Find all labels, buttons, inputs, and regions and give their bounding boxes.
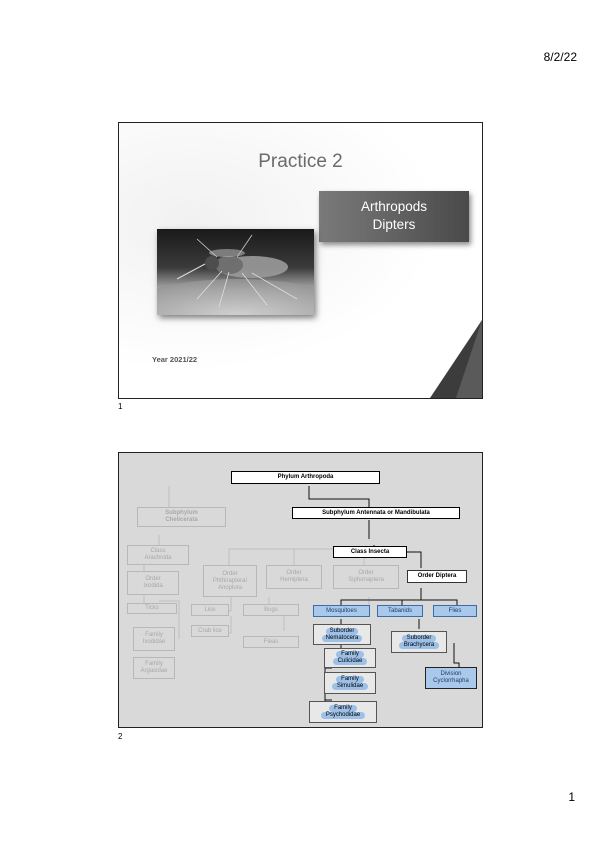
page-number: 1 <box>568 790 575 804</box>
node-psychodidae-line-2: Psychodidae <box>320 712 366 719</box>
node-order-diptera: Order Diptera <box>407 570 467 583</box>
node-subphylum-antennata: Subphylum Antennata or Mandibulata <box>292 507 460 519</box>
node-division-cyclorrhapha: Division Cyclorrhapha <box>425 667 477 689</box>
node-crab-lice-label: Crab lice <box>198 627 222 634</box>
node-fleas: Fleas <box>243 636 299 648</box>
node-phthiraptera-line-1: Order <box>222 570 238 577</box>
node-mosquitoes: Mosquitoes <box>313 605 370 617</box>
node-division-line-1: Division <box>440 671 462 677</box>
node-division-line-2: Cyclorrhapha <box>433 678 469 684</box>
node-simulidae-line-1: Family <box>336 676 364 683</box>
node-ticks: Ticks <box>127 603 177 614</box>
node-brachycera-line-2: Brachycera <box>398 642 440 649</box>
subtitle-line-2: Dipters <box>372 217 416 232</box>
node-argasidae-line-2: Argasidae <box>140 668 168 674</box>
node-mosquitoes-label: Mosquitoes <box>326 607 357 614</box>
node-class-insecta: Class Insecta <box>333 546 407 558</box>
node-order-phthiraptera: Order Phthiraptera/ Anoplura <box>203 565 257 597</box>
node-ixodidae-line-1: Family <box>145 632 163 638</box>
node-bugs: Bugs <box>243 604 299 616</box>
node-flies: Flies <box>433 605 477 617</box>
slide-2: Phylum Arthropoda Subphylum Antennata or… <box>118 452 483 728</box>
node-nematocera-line-2: Nematocera <box>321 634 363 642</box>
node-family-argasidae: Family Argasidae <box>133 657 175 679</box>
node-lice: Lice <box>191 604 229 616</box>
node-phylum-label: Phylum Arthropoda <box>277 474 334 480</box>
node-siphonaptera-line-1: Order <box>358 570 374 576</box>
subtitle-line-1: Arthropods <box>360 199 428 214</box>
node-tabanids: Tabanids <box>377 605 423 617</box>
node-family-ixodidae: Family Ixodidae <box>133 627 175 651</box>
node-culicidae-line-1: Family <box>336 651 364 658</box>
node-order-hemiptera: Order Hemiptera <box>266 565 322 589</box>
node-ixodida-line-2: Ixodida <box>143 583 163 589</box>
node-class-arachnida: Class Arachnida <box>127 545 189 565</box>
node-lice-label: Lice <box>204 606 216 613</box>
corner-decoration <box>430 320 482 398</box>
node-psychodidae-line-1: Family <box>329 705 357 712</box>
node-suborder-nematocera: Suborder Nematocera <box>313 624 371 645</box>
node-subphylum-chelicerata: Subphylum Chelicerata <box>137 507 226 527</box>
slide-title: Practice 2 <box>258 151 343 172</box>
node-order-siphonaptera: Order Siphonaptera <box>333 565 399 589</box>
node-diptera-label: Order Diptera <box>417 573 457 579</box>
node-flies-label: Flies <box>448 607 462 614</box>
node-crab-lice: Crab lice <box>191 625 229 637</box>
mosquito-photo <box>157 229 314 315</box>
node-hemiptera-line-2: Hemiptera <box>280 577 308 583</box>
node-family-simulidae: Family Simulidae <box>324 672 376 694</box>
node-subphylum-antennata-label: Subphylum Antennata or Mandibulata <box>322 509 430 516</box>
node-tabanids-label: Tabanids <box>387 607 413 614</box>
node-simulidae-line-2: Simulidae <box>331 683 369 690</box>
node-phthiraptera-line-2: Phthiraptera/ <box>212 577 248 584</box>
node-arachnida-line-2: Arachnida <box>144 555 172 561</box>
node-order-ixodida: Order Ixodida <box>127 571 179 595</box>
node-ixodida-line-1: Order <box>145 576 161 582</box>
node-chelicerata-line-2: Chelicerata <box>165 517 198 523</box>
node-ixodidae-line-2: Ixodidae <box>142 639 166 645</box>
slide-number-1: 1 <box>118 402 123 411</box>
node-ticks-label: Ticks <box>145 605 159 611</box>
node-family-psychodidae: Family Psychodidae <box>309 701 377 723</box>
slide-number-2: 2 <box>118 732 123 741</box>
node-fleas-label: Fleas <box>263 638 279 645</box>
node-suborder-brachycera: Suborder Brachycera <box>391 631 447 653</box>
slide-1: Practice 2 Arthropods Dipters <box>118 122 483 399</box>
node-chelicerata-line-1: Subphylum <box>165 510 198 516</box>
node-bugs-label: Bugs <box>264 606 278 613</box>
node-siphonaptera-line-2: Siphonaptera <box>348 577 384 583</box>
node-argasidae-line-1: Family <box>145 661 163 667</box>
year-label: Year 2021/22 <box>152 355 198 364</box>
node-insecta-label: Class Insecta <box>350 548 390 555</box>
node-hemiptera-line-1: Order <box>286 570 302 576</box>
subtitle-box: Arthropods Dipters <box>319 191 469 242</box>
node-phthiraptera-line-3: Anoplura <box>217 584 243 591</box>
node-family-culicidae: Family Culicidae <box>324 648 376 668</box>
node-phylum-arthropoda: Phylum Arthropoda <box>231 471 380 484</box>
node-arachnida-line-1: Class <box>150 548 166 554</box>
node-culicidae-line-2: Culicidae <box>332 658 368 665</box>
node-brachycera-line-1: Suborder <box>401 635 437 642</box>
node-nematocera-line-1: Suborder <box>325 627 359 635</box>
print-date: 8/2/22 <box>543 50 577 64</box>
